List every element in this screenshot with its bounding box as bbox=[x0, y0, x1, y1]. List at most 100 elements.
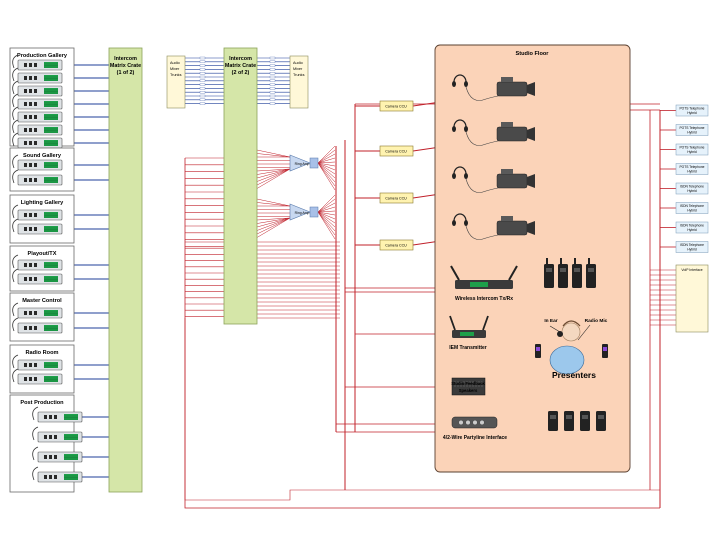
panel-key bbox=[49, 475, 52, 479]
room-title: Production Gallery bbox=[17, 53, 68, 59]
intercom-panel bbox=[12, 302, 63, 319]
panel-key bbox=[24, 128, 27, 132]
room-title: Sound Gallery bbox=[23, 153, 62, 159]
headset-icon bbox=[453, 213, 467, 222]
feedback-speakers-icon bbox=[451, 377, 486, 396]
panel-display bbox=[44, 226, 58, 232]
panel-display bbox=[64, 414, 78, 420]
panel-key bbox=[54, 415, 57, 419]
panel-key bbox=[34, 311, 37, 315]
trunk-connector bbox=[199, 91, 206, 94]
hybrid-label-2: Hybrid bbox=[687, 170, 697, 174]
trunk-connector bbox=[269, 91, 276, 94]
amp-wire bbox=[317, 162, 336, 187]
intercom-panel bbox=[12, 93, 63, 110]
pointer-line bbox=[549, 325, 561, 333]
hybrid-label-2: Hybrid bbox=[687, 189, 697, 193]
trunk-connector bbox=[269, 87, 276, 90]
panel-key bbox=[34, 141, 37, 145]
amp-wire bbox=[317, 211, 336, 236]
intercom-panel bbox=[12, 169, 63, 186]
partyline-connector bbox=[479, 420, 485, 425]
intercom-panel bbox=[32, 466, 83, 483]
speaker-grill-dot bbox=[466, 381, 468, 383]
antenna-icon bbox=[450, 265, 460, 281]
amp-wire bbox=[317, 211, 336, 220]
gooseneck-mic-icon bbox=[12, 119, 19, 134]
trunk-connector bbox=[199, 83, 206, 86]
iem-receiver-screen bbox=[536, 347, 540, 351]
headset-earcup bbox=[464, 126, 468, 132]
mixer-label-3: Trunks bbox=[170, 73, 182, 77]
panel-key bbox=[29, 63, 32, 67]
partyline-connector bbox=[472, 420, 478, 425]
presenter-head-icon bbox=[561, 322, 581, 342]
headset-earcup bbox=[452, 126, 456, 132]
panel-key bbox=[34, 115, 37, 119]
headset-earcup bbox=[452, 220, 456, 226]
wireless-beltpack-icon bbox=[572, 264, 582, 288]
gooseneck-mic-icon bbox=[12, 54, 19, 69]
amp-label: Ring Amp bbox=[295, 162, 310, 166]
pointer-line bbox=[577, 324, 591, 341]
amp-triangle bbox=[289, 154, 311, 172]
panel-key bbox=[24, 227, 27, 231]
panel-key bbox=[29, 178, 32, 182]
panel-display bbox=[44, 88, 58, 94]
hybrid-label-1: POTS Telephone bbox=[679, 165, 704, 169]
headset-icon bbox=[453, 119, 467, 128]
amp-wire bbox=[256, 198, 291, 207]
partyline-beltpack-icon bbox=[596, 411, 606, 431]
speaker-grill-dot bbox=[463, 385, 465, 387]
gooseneck-mic-icon bbox=[32, 406, 39, 421]
panel-key bbox=[29, 377, 32, 381]
trunk-connector bbox=[199, 79, 206, 82]
gooseneck-mic-icon bbox=[12, 67, 19, 82]
hybrid-label-1: POTS Telephone bbox=[679, 107, 704, 111]
speaker-grill-dot bbox=[466, 385, 468, 387]
base-station-display bbox=[470, 282, 488, 287]
amp-wire bbox=[317, 198, 336, 213]
headset-earcup bbox=[452, 81, 456, 87]
amp-wire bbox=[256, 168, 291, 172]
crate-label-1: Intercom bbox=[114, 56, 137, 62]
trunk-connector bbox=[199, 56, 206, 60]
panel-key bbox=[34, 178, 37, 182]
panel-key bbox=[24, 76, 27, 80]
amp-wire bbox=[317, 211, 336, 224]
partyline-beltpack-icon bbox=[548, 411, 558, 431]
camera-handle bbox=[501, 122, 513, 127]
earpiece-icon bbox=[557, 331, 563, 337]
mixer-label-2: Mixer bbox=[170, 67, 180, 71]
headset-icon bbox=[453, 74, 467, 83]
panel-key bbox=[29, 311, 32, 315]
matrix-crate-2 bbox=[223, 47, 258, 325]
hybrid-label-2: Hybrid bbox=[687, 150, 697, 154]
trunk-connector bbox=[199, 94, 206, 98]
panel-display bbox=[44, 262, 58, 268]
panel-key bbox=[24, 63, 27, 67]
panel-key bbox=[29, 227, 32, 231]
bottom-return-wire bbox=[184, 318, 660, 501]
headset-earcup bbox=[464, 81, 468, 87]
amp-wire bbox=[317, 211, 336, 232]
intercom-panel bbox=[12, 154, 63, 171]
gooseneck-mic-icon bbox=[12, 317, 19, 332]
panel-key bbox=[29, 115, 32, 119]
amp-wire bbox=[317, 202, 336, 213]
voip-interface-box bbox=[675, 264, 709, 333]
amp-wire bbox=[317, 211, 336, 228]
audio-mixer-trunks-right bbox=[289, 55, 309, 109]
speaker-grill-dot bbox=[478, 381, 480, 383]
panel-display bbox=[44, 276, 58, 282]
mixer-label-2: Mixer bbox=[293, 67, 303, 71]
panel-key bbox=[29, 141, 32, 145]
speaker-grill-dot bbox=[457, 385, 459, 387]
telephone-hybrid-box bbox=[675, 221, 709, 234]
camera-lens bbox=[527, 221, 535, 235]
panel-display bbox=[64, 474, 78, 480]
panel-display bbox=[44, 325, 58, 331]
room-title: Master Control bbox=[22, 298, 62, 304]
trunk-connector bbox=[269, 64, 276, 67]
panel-key bbox=[44, 435, 47, 439]
